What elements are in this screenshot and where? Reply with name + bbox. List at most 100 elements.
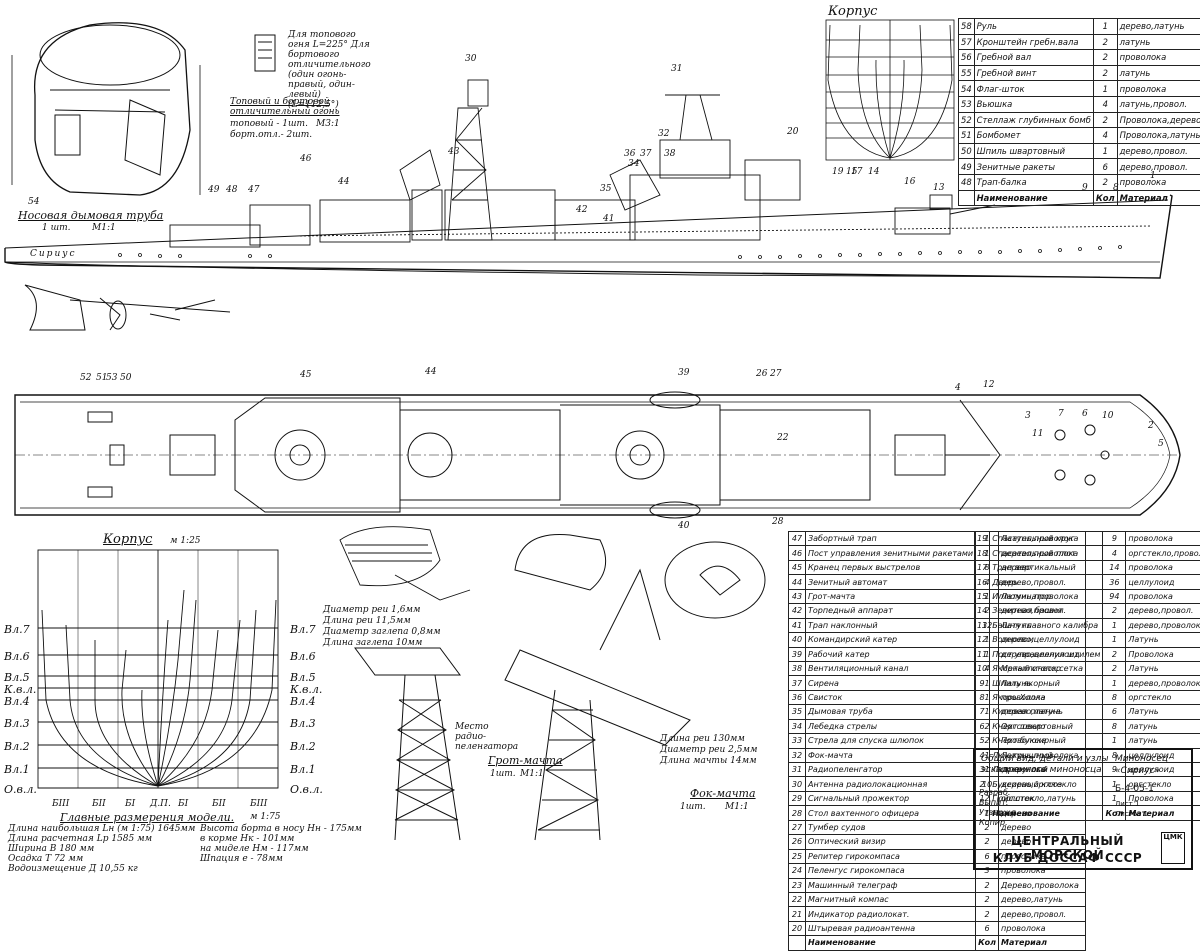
radar-note-2: Длина реи 11,5мм [323, 617, 411, 626]
parts-cell-n: 27 [789, 820, 806, 834]
callout-number: 2 [1148, 422, 1154, 431]
parts-cell-qty: 2 [1093, 50, 1117, 66]
callout-number: 31 [671, 65, 682, 74]
parts-cell-mat: дерево,провол. [1117, 159, 1200, 175]
parts-cell-mat: латунь [1117, 65, 1200, 81]
parts-cell-name: Пост управления штилем [990, 647, 1103, 661]
callout-number: 45 [300, 371, 311, 380]
parts-cell-mat: оргстекло [1126, 690, 1200, 704]
mast-light-detail [255, 35, 275, 71]
callout-number: 12 [983, 381, 994, 390]
fok-note-1: Длина реи 130мм [660, 735, 745, 744]
parts-cell-n: 12 [975, 633, 990, 647]
title-row-0: Разраб. [979, 788, 1010, 797]
parts-cell-name: Якорный стопор [990, 661, 1103, 675]
parts-cell-qty: 2 [976, 878, 999, 892]
fok-note-3: Длина мачты 14мм [660, 757, 757, 766]
parts-cell-mat: проволока [1126, 532, 1200, 546]
parts-header-qty: Кол [1093, 190, 1117, 206]
waterline-label: Вл.1 [4, 764, 30, 775]
waterline-label: Вл.7 [4, 624, 30, 635]
parts-cell-mat: Латунь [1126, 661, 1200, 675]
callout-number: 40 [678, 522, 689, 531]
parts-cell-n: 47 [789, 532, 806, 546]
callout-number: 48 [226, 186, 237, 195]
parts-cell-n: 22 [789, 892, 806, 906]
parts-cell-mat: проволока [1117, 81, 1200, 97]
callout-number: 4 [955, 384, 961, 393]
callout-number: 43 [448, 148, 459, 157]
parts-cell-qty: 1 [1103, 633, 1126, 647]
callout-number: 35 [600, 185, 611, 194]
title-block: Общий вид, детали и узлы эскадренного ми… [973, 748, 1193, 870]
parts-cell-name: Руль [974, 19, 1093, 35]
waterline-label: К.в.л. [4, 684, 36, 695]
parts-cell-mat: Латунь [1126, 705, 1200, 719]
parts-cell-n: 40 [789, 633, 806, 647]
plan-view [15, 392, 1180, 518]
title-ship-name: «Сириус» [1115, 766, 1160, 777]
dims-row: Длина наибольшая Lн (м 1:75) 1645мм [8, 825, 195, 834]
parts-cell-n: 25 [789, 849, 806, 863]
parts-cell-qty: 2 [1103, 647, 1126, 661]
parts-cell-name: Гребной винт [974, 65, 1093, 81]
parts-cell-qty: 8 [1103, 690, 1126, 704]
parts-cell-n: 13 [975, 618, 990, 632]
fok-note-2: Диаметр реи 2,5мм [660, 746, 757, 755]
dims-scale: м 1:75 [250, 813, 281, 822]
parts-cell-n: 43 [789, 589, 806, 603]
station-label: БII [92, 800, 106, 809]
parts-cell-mat: проволока [1126, 589, 1200, 603]
parts-cell-n: 42 [789, 604, 806, 618]
parts-header-blank [959, 190, 975, 206]
dims-row: Длина расчетная Lр 1585 мм [8, 835, 152, 844]
parts-cell-name: Рабочий катер [806, 647, 976, 661]
parts-cell-mat: проволока [1117, 50, 1200, 66]
parts-cell-n: 17 [975, 560, 990, 574]
callout-number: 52 [80, 374, 91, 383]
parts-cell-mat: Проволока,латунь [1117, 128, 1200, 144]
parts-cell-name: Кнехт швартовный [990, 719, 1103, 733]
title-description: Общий вид, детали и узлы эскадренного ми… [981, 754, 1111, 776]
parts-cell-mat: дерево,латунь [1117, 19, 1200, 35]
hull-bodyplan-top [826, 20, 954, 160]
bow-funnel-qty: 1 шт. [42, 224, 71, 233]
parts-cell-name: Зенитная башня [990, 604, 1103, 618]
dims-title: Главные размерения модели. [60, 812, 234, 823]
side-view-hull [5, 195, 1172, 330]
callout-number: 38 [664, 150, 675, 159]
parts-cell-qty: 6 [976, 921, 999, 935]
dims-row: на миделе Нм - 117мм [200, 845, 309, 854]
callout-number: 44 [425, 368, 436, 377]
grot-mast-scale: М1:1 [520, 770, 544, 779]
callout-number: 26 [756, 370, 767, 379]
parts-cell-name: Свисток [806, 690, 976, 704]
parts-cell-name: Фок-мачта [806, 748, 976, 762]
dims-row: Ширина B 180 мм [8, 845, 94, 854]
parts-cell-name: Киповая планка [990, 705, 1103, 719]
parts-cell-qty: 1 [1103, 618, 1126, 632]
parts-cell-n: 7 [975, 705, 990, 719]
parts-cell-n: 57 [959, 34, 975, 50]
parts-cell-qty: 1 [1103, 676, 1126, 690]
parts-cell-n: 56 [959, 50, 975, 66]
parts-cell-name: Стрела для спуска шлюпок [806, 734, 976, 748]
grot-mast-drawing [355, 648, 460, 840]
callout-number: 22 [777, 434, 788, 443]
parts-cell-n: 51 [959, 128, 975, 144]
callout-number: 53 [106, 374, 117, 383]
parts-cell-n: 23 [789, 878, 806, 892]
parts-cell-qty: 2 [976, 907, 999, 921]
parts-cell-name: Кранец первых выстрелов [806, 560, 976, 574]
parts-cell-name: Дымовая труба [806, 705, 976, 719]
